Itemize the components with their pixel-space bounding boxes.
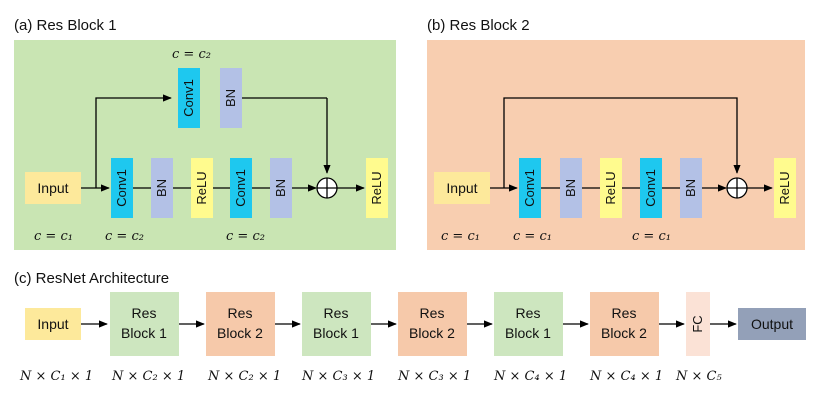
bn-label-a-2: BN	[273, 179, 288, 197]
arch-dim-0: N × C₁ × 1	[19, 369, 93, 384]
relu-label-a: ReLU	[194, 171, 209, 204]
arch-input-label: Input	[37, 316, 68, 332]
relu-out-block-a	[366, 158, 388, 218]
bn-block-b-2	[680, 158, 702, 218]
res-block-1-background	[14, 40, 396, 250]
conv1-block-a-1	[111, 158, 133, 218]
arch-dim-1: N × C₂ × 1	[111, 369, 185, 384]
conv1-block-b-1	[519, 158, 541, 218]
relu-block-b	[600, 158, 622, 218]
conv1-label-a-2: Conv1	[233, 169, 248, 207]
arch-res-block-2c-line1: Res	[612, 305, 637, 321]
relu-out-label-b: ReLU	[777, 171, 792, 204]
arch-res-block-2c-line2: Block 2	[601, 325, 647, 341]
bn-label-b-1: BN	[563, 179, 578, 197]
arch-res-block-2a-line2: Block 2	[217, 325, 263, 341]
arch-dim-5: N × C₄ × 1	[493, 369, 567, 384]
arch-res-block-2b-line2: Block 2	[409, 325, 455, 341]
arch-input-block	[25, 308, 81, 340]
arch-res-block-1c-line2: Block 1	[505, 325, 551, 341]
arch-output-label: Output	[751, 316, 793, 332]
conv2-channel-equation-b: c = c₁	[632, 229, 671, 244]
add-operator-a	[316, 177, 338, 199]
arch-res-block-2b	[398, 292, 467, 356]
arch-output-block	[738, 308, 806, 340]
res-block-2-background	[427, 40, 805, 250]
arch-dim-6: N × C₄ × 1	[589, 369, 663, 384]
shortcut-bn-label: BN	[223, 89, 238, 107]
conv1-block-a-2	[230, 158, 252, 218]
input-channel-equation-a: c = c₁	[34, 229, 73, 244]
arch-res-block-1b	[302, 292, 371, 356]
arch-res-block-1c	[494, 292, 563, 356]
title-res-block-2: (b) Res Block 2	[427, 17, 530, 34]
bn-block-a-2	[270, 158, 292, 218]
bn-label-a-1: BN	[154, 179, 169, 197]
conv1-block-b-2	[640, 158, 662, 218]
arch-fc-block	[686, 292, 710, 356]
conv1-label-b-2: Conv1	[643, 169, 658, 207]
shortcut-conv1-label: Conv1	[181, 79, 196, 117]
arch-res-block-1a-line1: Res	[132, 305, 157, 321]
shortcut-bn-block	[220, 68, 242, 128]
relu-label-b: ReLU	[603, 171, 618, 204]
arch-res-block-1b-line1: Res	[324, 305, 349, 321]
bn-block-b-1	[560, 158, 582, 218]
conv2-channel-equation-a: c = c₂	[226, 229, 265, 244]
arch-res-block-1c-line1: Res	[516, 305, 541, 321]
arch-res-block-2a	[206, 292, 275, 356]
input-block-b	[434, 172, 490, 204]
shortcut-conv1-block	[178, 68, 200, 128]
input-channel-equation-b: c = c₁	[441, 229, 480, 244]
arch-res-block-1b-line2: Block 1	[313, 325, 359, 341]
conv1-channel-equation-b: c = c₁	[513, 229, 552, 244]
conv1-label-a-1: Conv1	[114, 169, 129, 207]
arch-dim-3: N × C₃ × 1	[301, 369, 375, 384]
arch-res-block-2c	[590, 292, 659, 356]
bn-block-a-1	[151, 158, 173, 218]
arch-dim-4: N × C₃ × 1	[397, 369, 471, 384]
shortcut-channel-equation: c = c₂	[172, 47, 211, 62]
arch-dim-7: N × C₅	[675, 369, 722, 384]
arch-res-block-2b-line1: Res	[420, 305, 445, 321]
relu-block-a	[191, 158, 213, 218]
input-block-a	[25, 172, 81, 204]
arch-res-block-1a-line2: Block 1	[121, 325, 167, 341]
conv1-label-b-1: Conv1	[522, 169, 537, 207]
add-operator-b	[726, 177, 748, 199]
title-resnet-architecture: (c) ResNet Architecture	[14, 270, 169, 287]
arch-dim-2: N × C₂ × 1	[207, 369, 281, 384]
conv1-channel-equation-a: c = c₂	[105, 229, 144, 244]
input-label-a: Input	[37, 180, 68, 196]
arch-res-block-1a	[110, 292, 179, 356]
input-label-b: Input	[446, 180, 477, 196]
arch-fc-label: FC	[690, 315, 705, 332]
arch-res-block-2a-line1: Res	[228, 305, 253, 321]
bn-label-b-2: BN	[683, 179, 698, 197]
relu-out-block-b	[774, 158, 796, 218]
relu-out-label-a: ReLU	[369, 171, 384, 204]
title-res-block-1: (a) Res Block 1	[14, 17, 117, 34]
